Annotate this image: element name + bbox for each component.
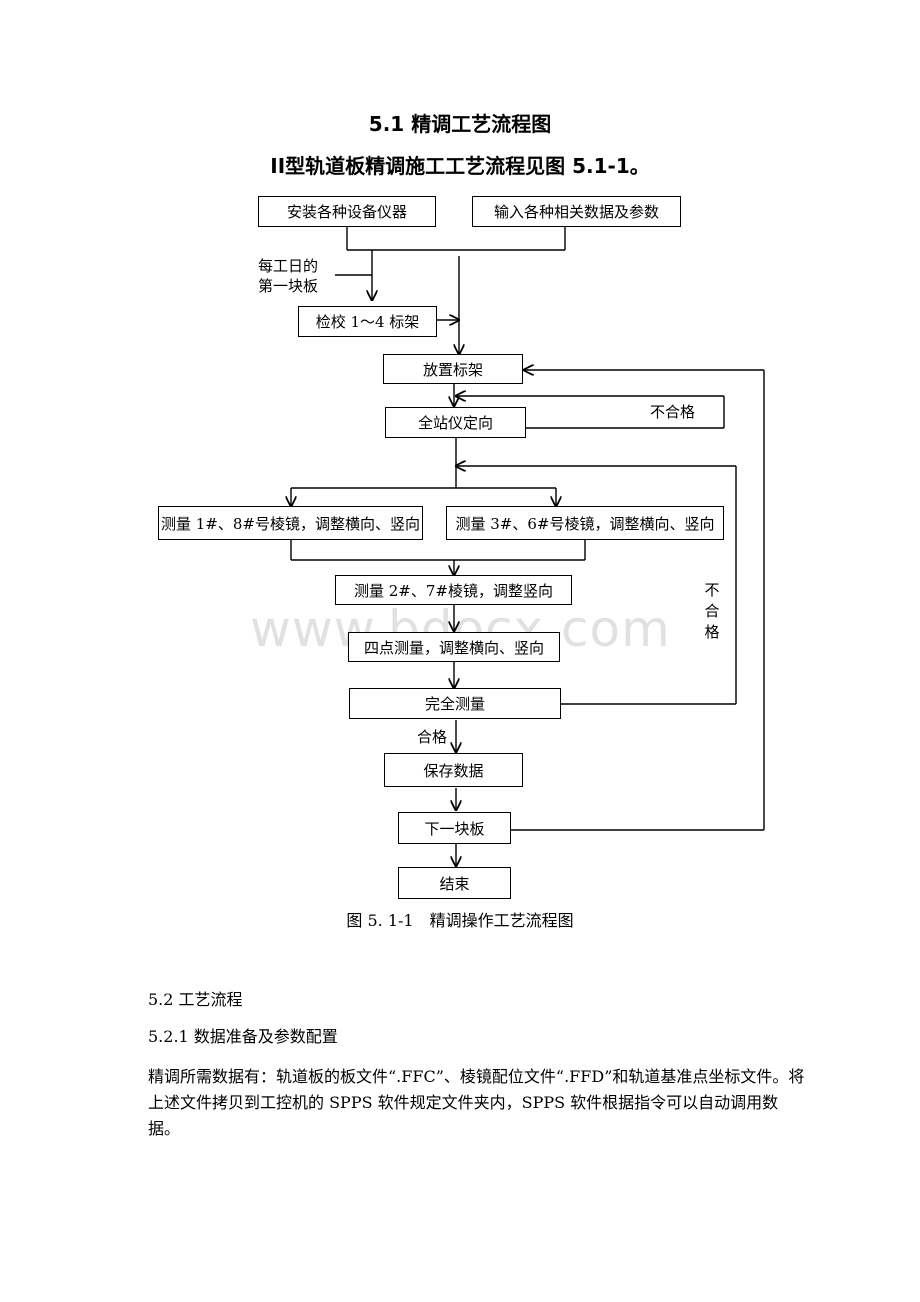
input-data-box: 输入各种相关数据及参数: [472, 196, 681, 227]
orient-station-box: 全站仪定向: [385, 407, 526, 438]
save-data-box: 保存数据: [384, 753, 523, 787]
figure-intro: II型轨道板精调施工工艺流程见图 5.1-1。: [270, 154, 650, 178]
figure-caption: 图 5. 1-1 精调操作工艺流程图: [346, 911, 574, 930]
four-point-measure-box: 四点测量，调整横向、竖向: [348, 632, 560, 662]
first-board-note-line1: 每工日的: [258, 257, 319, 275]
section-5-2-heading: 5.2 工艺流程: [148, 990, 243, 1009]
measure-prism-1-8-box: 测量 1#、8#号棱镜，调整横向、竖向: [158, 506, 423, 540]
first-board-note-line2: 第一块板: [258, 277, 319, 295]
full-measure-box: 完全测量: [349, 688, 561, 719]
measure-prism-2-7-box: 测量 2#、7#棱镜，调整竖向: [335, 575, 572, 605]
data-preparation-paragraph: 精调所需数据有：轨道板的板文件“.FFC”、棱镜配位文件“.FFD”和轨道基准点…: [148, 1067, 805, 1138]
measure-fail-char-2: 合: [704, 602, 720, 620]
next-board-box: 下一块板: [398, 812, 511, 844]
section-title: 5.1 精调工艺流程图: [368, 112, 552, 136]
measure-fail-char-1: 不: [704, 581, 720, 599]
orient-fail-label: 不合格: [650, 403, 696, 421]
end-box: 结束: [398, 867, 511, 899]
pass-label: 合格: [417, 728, 448, 746]
measure-fail-char-3: 格: [704, 623, 720, 641]
install-equipment-box: 安装各种设备仪器: [258, 196, 436, 227]
measure-prism-3-6-box: 测量 3#、6#号棱镜，调整横向、竖向: [446, 506, 724, 540]
calibrate-frames-box: 检校 1～4 标架: [298, 306, 437, 337]
section-5-2-1-heading: 5.2.1 数据准备及参数配置: [148, 1027, 338, 1046]
place-frame-box: 放置标架: [383, 354, 523, 384]
